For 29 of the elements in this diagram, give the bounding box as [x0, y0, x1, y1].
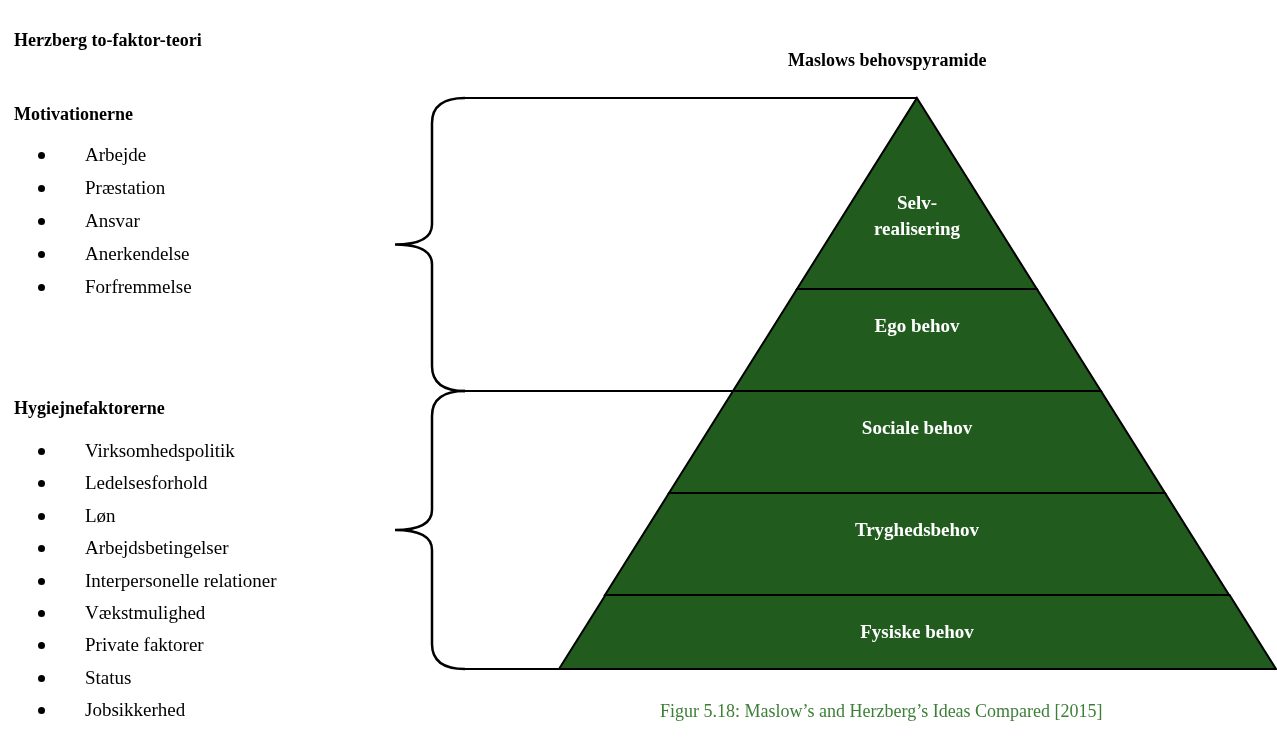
list-item: Virksomhedspolitik — [85, 440, 235, 462]
tier-label: Selv- realisering — [872, 191, 962, 241]
pyramid-tier — [558, 595, 1276, 669]
list-item: Anerkendelse — [85, 243, 190, 265]
list-item: Præstation — [85, 177, 166, 199]
tier-label: Tryghedsbehov — [853, 518, 981, 542]
pyramid-tier — [604, 493, 1230, 595]
tier-label: Sociale behov — [860, 416, 974, 440]
list-item: Løn — [85, 505, 116, 527]
list-item: Jobsikkerhed — [85, 699, 186, 721]
pyramid-tier — [733, 289, 1101, 391]
tier-label: Ego behov — [873, 314, 961, 338]
tier-label: Fysiske behov — [859, 620, 975, 644]
heading: Motivationerne — [14, 103, 133, 125]
list-item: Forfremmelse — [85, 276, 192, 298]
list-item: Arbejde — [85, 144, 147, 166]
list-item: Arbejdsbetingelser — [85, 537, 229, 559]
list-item: Interpersonelle relationer — [85, 570, 277, 592]
heading: Herzberg to-faktor-teori — [14, 29, 202, 51]
list-item: Status — [85, 667, 132, 689]
list-item: Ledelsesforhold — [85, 472, 208, 494]
pyramid-tier — [669, 391, 1165, 493]
list-item: Ansvar — [85, 210, 140, 232]
heading: Maslows behovspyramide — [788, 49, 987, 71]
heading: Hygiejnefaktorerne — [14, 397, 165, 419]
caption: Figur 5.18: Maslow’s and Herzberg’s Ideas Compared [2015] — [660, 700, 1103, 722]
list-item: Vækstmulighed — [85, 602, 206, 624]
pyramid-tier — [797, 98, 1037, 289]
list-item: Private faktorer — [85, 634, 204, 656]
